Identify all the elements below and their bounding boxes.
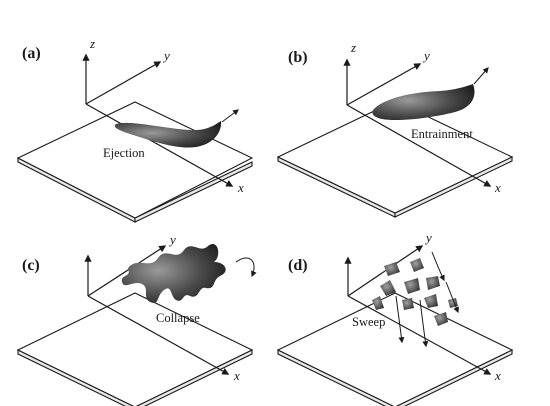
z-axis-label: z [89,36,95,51]
panel-a: (a) z y x Ejection [16,36,254,223]
entrainment-structure [372,84,475,121]
collapse-arrow [235,257,257,278]
fragment [380,280,396,296]
y-axis [87,245,167,297]
x-axis [346,104,492,187]
entrainment-arrow [473,67,489,85]
plate-surface [16,292,254,406]
panel-label: (d) [288,257,308,274]
collapse-structure [121,243,226,303]
event-label: Entrainment [411,127,473,141]
x-axis [87,295,230,375]
sweep-arrow [445,281,460,314]
y-axis [85,61,162,105]
sweep-arrow [431,251,445,282]
fragment [410,258,424,272]
ejection-arrow [221,109,239,123]
x-axis [85,103,234,187]
event-label: Sweep [352,315,385,329]
fragment [424,294,438,308]
panel-label: (a) [22,45,41,62]
y-axis-label: y [424,230,432,245]
fragment [372,296,384,310]
y-axis-label: y [168,232,176,247]
event-label: Ejection [103,146,145,160]
x-axis-label: x [233,368,240,383]
plate-surface [276,292,514,406]
panel-b: (b) z y x Entrainment [276,40,514,218]
ejection-structure [114,121,222,148]
fragment [426,276,440,290]
sweep-fragments [372,258,458,326]
plate-surface [276,100,514,214]
panel-label: (b) [288,49,308,66]
y-axis [347,245,424,297]
sweep-arrow [419,299,429,348]
panel-label: (c) [22,257,40,274]
event-label: Collapse [156,311,200,325]
fragment [402,298,414,310]
y-axis-label: y [162,48,170,63]
panel-c: (c) y x Collapse [16,232,257,406]
x-axis-label: x [494,368,501,383]
sweep-arrow [395,295,405,344]
fragment [384,262,400,276]
panel-d: (d) y x Sweep [276,230,514,406]
fragment [404,278,420,294]
x-axis-label: x [237,180,244,195]
y-axis [346,63,422,106]
x-axis-label: x [494,180,501,195]
y-axis-label: y [422,48,430,63]
fragment [434,312,448,326]
z-axis-label: z [350,40,356,55]
x-axis [347,295,492,375]
plate-edge [134,161,253,223]
plate-surface [16,101,254,219]
